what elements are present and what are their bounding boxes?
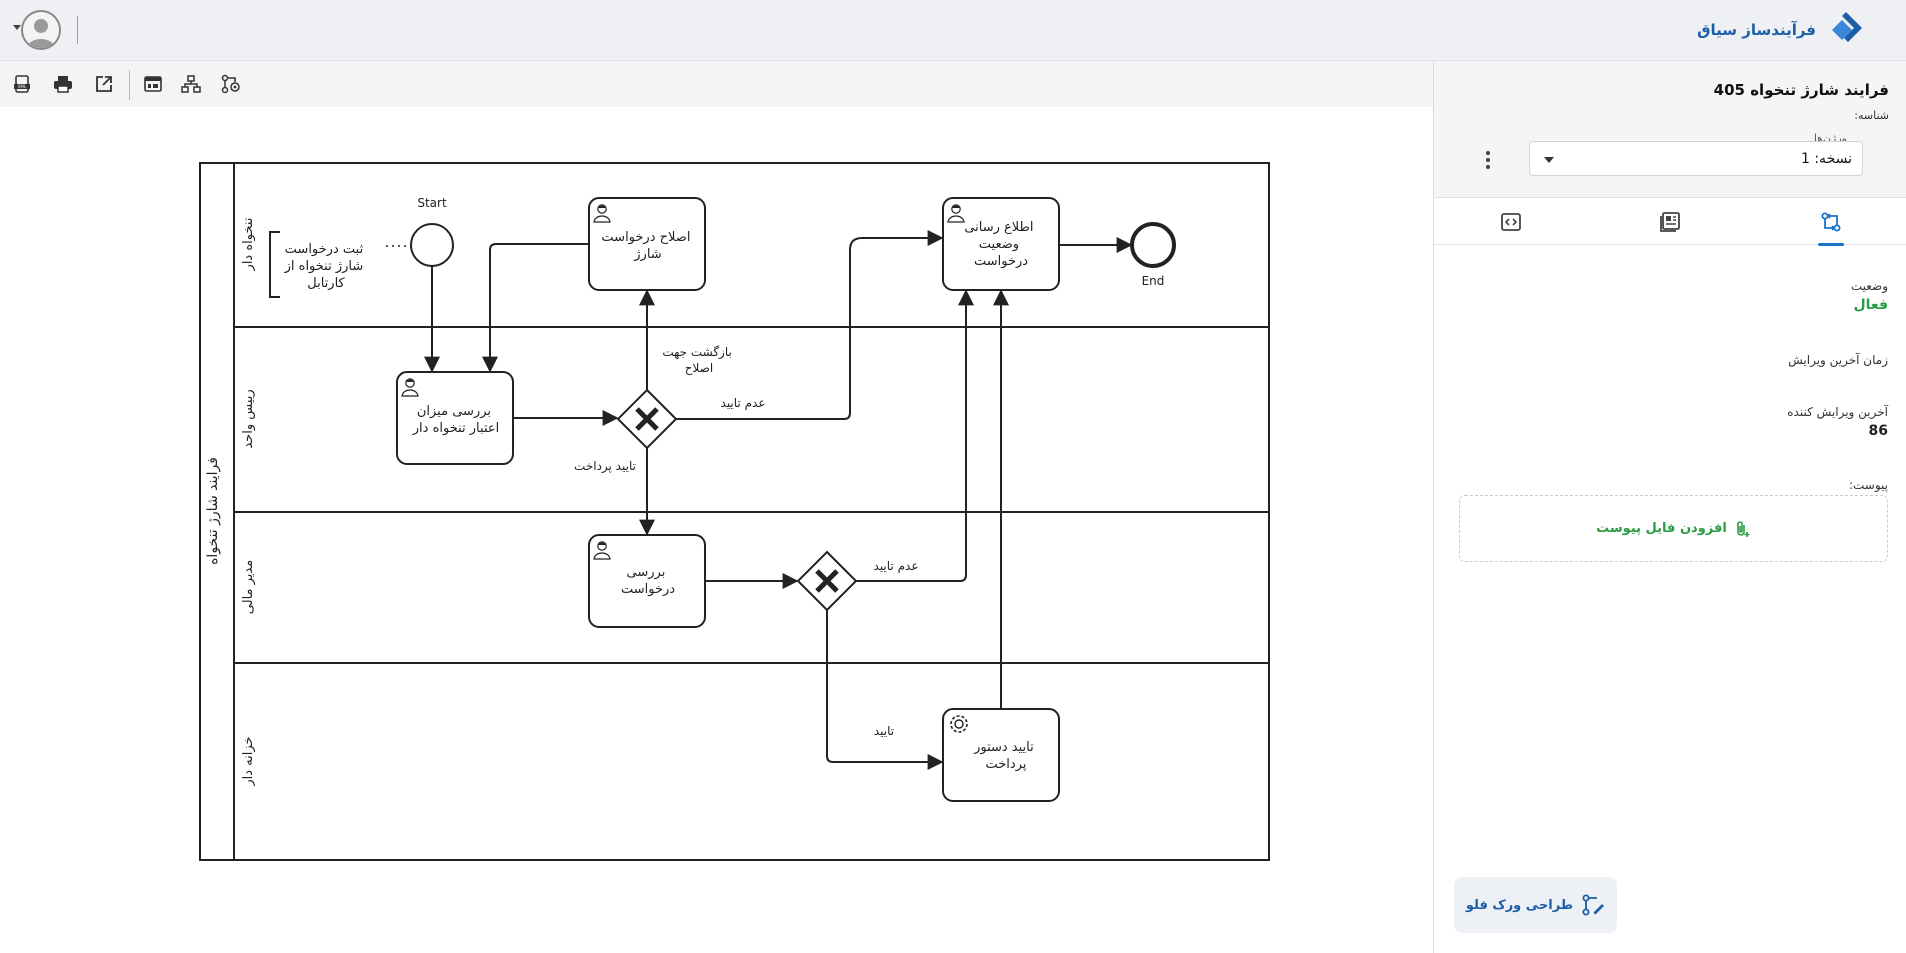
task-fix-request[interactable]: اصلاح درخواست شارژ xyxy=(588,197,706,291)
version-select[interactable]: نسخه: 1 xyxy=(1529,141,1863,176)
toolbar-separator xyxy=(129,70,130,100)
tab-details[interactable] xyxy=(1640,198,1700,245)
last-editor-label: آخرین ویرایش کننده xyxy=(1787,405,1888,419)
task-notify-status[interactable]: اطلاع رسانی وضعیت درخواست xyxy=(942,197,1060,291)
chevron-down-icon[interactable] xyxy=(13,25,21,30)
code-icon xyxy=(1501,212,1521,231)
divider xyxy=(77,16,78,44)
lane-label: تنخواه دار xyxy=(241,217,256,271)
start-event-label: Start xyxy=(417,196,447,210)
end-event[interactable] xyxy=(1130,222,1176,268)
svg-text:اطلاع رسانی وضعیت: اطلاع رسانی وضعیت درخواست xyxy=(964,220,1037,269)
task-approve-payment[interactable]: تایید دستور پرداخت xyxy=(942,708,1060,802)
panel-tabs xyxy=(1434,198,1906,246)
status-label: وضعیت xyxy=(1850,279,1888,293)
exclusive-gateway[interactable] xyxy=(796,550,858,612)
status-value: فعال xyxy=(1853,297,1888,313)
last-editor-value: 86 xyxy=(1868,423,1888,439)
layout-icon[interactable] xyxy=(139,70,167,98)
design-workflow-button[interactable]: طراحی ورک فلو xyxy=(1454,877,1617,933)
exclusive-gateway[interactable] xyxy=(616,388,678,450)
properties-panel: فرایند شارژ تنخواه 405 شناسه: ورژن‌ها نس… xyxy=(1433,61,1906,953)
svg-text:بررسی درخواست: بررسی درخواست xyxy=(621,565,675,597)
end-event-label: End xyxy=(1142,274,1165,288)
start-event[interactable] xyxy=(410,223,454,267)
user-avatar[interactable] xyxy=(21,10,61,50)
annotation-bracket xyxy=(269,231,280,298)
add-attachment-label: افزودن فایل پیوست xyxy=(1596,521,1727,536)
brand[interactable]: فرآیندساز سیاق xyxy=(1697,10,1866,50)
flow-label-return: بازگشت جهت اصلاح xyxy=(662,345,735,375)
brand-logo-icon xyxy=(1832,12,1862,42)
print-icon[interactable] xyxy=(49,70,77,98)
workflow-edit-icon xyxy=(1582,894,1605,916)
design-workflow-label: طراحی ورک فلو xyxy=(1465,897,1574,913)
task-review-credit[interactable]: بررسی میزان اعتبار تنخواه دار xyxy=(396,371,514,465)
workflow-settings-icon[interactable] xyxy=(217,70,245,98)
brand-name: فرآیندساز سیاق xyxy=(1697,21,1816,39)
gear-icon xyxy=(950,715,968,733)
tab-flow-properties[interactable] xyxy=(1801,198,1861,246)
panel-header: فرایند شارژ تنخواه 405 شناسه: ورژن‌ها نس… xyxy=(1434,61,1906,198)
bpmn-diagram[interactable]: فرایند شارژ تنخواه تنخواه دار رییس واحد … xyxy=(0,107,1433,953)
chevron-down-icon xyxy=(1544,157,1554,163)
task-review-request[interactable]: بررسی درخواست xyxy=(588,534,706,628)
tab-code[interactable] xyxy=(1481,198,1541,245)
version-value: نسخه: 1 xyxy=(1800,151,1852,167)
pool-label: فرایند شارژ تنخواه xyxy=(205,457,221,565)
export-xml-icon[interactable]: XML xyxy=(8,70,36,98)
id-label: شناسه: xyxy=(1854,109,1889,122)
diagram-toolbar: XML xyxy=(0,61,1433,107)
flow-label-approve-payment: تایید پرداخت xyxy=(574,459,636,474)
user-icon xyxy=(27,19,55,48)
flow-label-reject: عدم تایید xyxy=(874,559,919,573)
svg-text:اصلاح درخواست شارژ: اصلاح درخواست شارژ xyxy=(601,230,694,262)
attachment-add-icon xyxy=(1737,520,1750,537)
svg-text:تایید دستور پرداخت: تایید دستور پرداخت xyxy=(973,740,1038,772)
annotation-text: ثبت درخواست شارژ تنخواه از کارتابل xyxy=(284,242,368,291)
flow-label-approve: تایید xyxy=(874,724,894,738)
svg-text:بررسی میزان اعتبار تنخ: بررسی میزان اعتبار تنخواه دار xyxy=(412,404,499,436)
process-title: فرایند شارژ تنخواه 405 xyxy=(1713,81,1889,99)
more-options-icon[interactable] xyxy=(1486,151,1492,171)
top-bar: فرآیندساز سیاق xyxy=(0,0,1906,61)
add-attachment-button[interactable]: افزودن فایل پیوست xyxy=(1459,495,1888,562)
details-icon xyxy=(1660,211,1680,232)
flow-label-reject: عدم تایید xyxy=(721,396,766,410)
attachment-label: پیوست: xyxy=(1848,478,1888,492)
lane-label: مدیر مالی xyxy=(241,560,256,614)
last-edit-time-label: زمان آخرین ویرایش xyxy=(1788,353,1888,367)
diagram-structure-icon[interactable] xyxy=(177,70,205,98)
svg-text:XML: XML xyxy=(18,84,27,89)
workflow-icon xyxy=(1821,212,1841,231)
lane-label: رییس واحد xyxy=(241,389,256,448)
lane-label: خزانه دار xyxy=(241,736,256,786)
open-external-icon[interactable] xyxy=(90,70,118,98)
sequence-flows xyxy=(424,230,1133,770)
diagram-canvas-area: XML xyxy=(0,61,1433,953)
